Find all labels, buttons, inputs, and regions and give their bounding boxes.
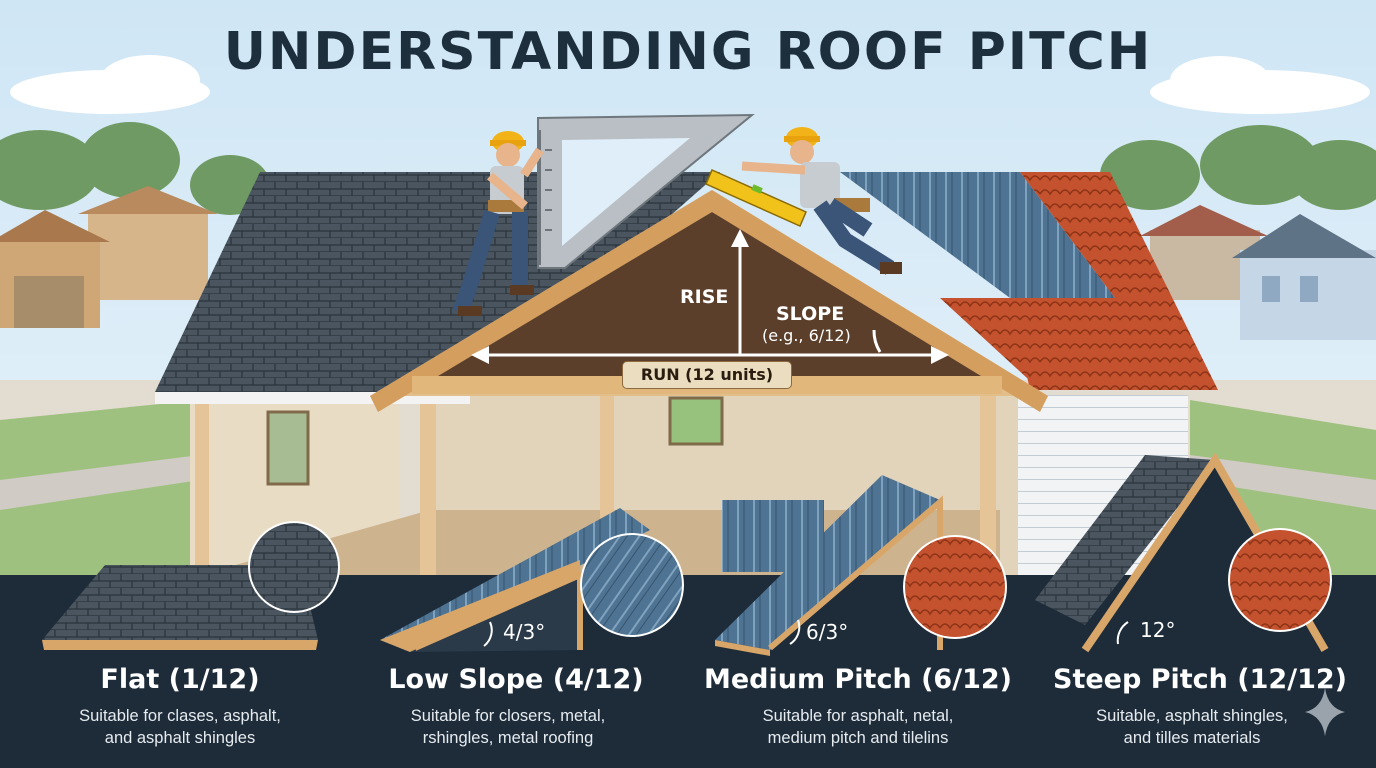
flat-swatch [248, 521, 340, 613]
slope-example-label: (e.g., 6/12) [762, 326, 851, 345]
metal-roof-section [840, 172, 1115, 298]
pitch-card-desc-line1: Suitable, asphalt shingles, [1096, 707, 1288, 725]
run-label: RUN (12 units) [622, 361, 792, 389]
low-slope-roof-sample [380, 508, 650, 652]
slope-label: SLOPE [776, 303, 845, 325]
carpenter-square [537, 113, 755, 269]
sparkle-icon [1305, 688, 1345, 736]
pitch-card-desc-line1: Suitable for closers, metal, [410, 707, 606, 725]
low-slope-angle-label: 4/3° [503, 620, 546, 644]
pitch-card-title: Low Slope (4/12) [388, 664, 644, 695]
rise-label: RISE [680, 286, 729, 308]
pitch-card-desc-line2: and tilles materials [1123, 729, 1261, 747]
pitch-card-desc-line1: Suitable for asphalt, netal, [762, 707, 954, 725]
clouds [10, 55, 1370, 114]
neighbor-house-left [0, 186, 218, 328]
pitch-card-desc-line2: rshingles, metal roofing [422, 729, 594, 747]
worker-right [705, 127, 902, 275]
medium-pitch-swatch [903, 535, 1007, 639]
gable-cutaway [370, 190, 1048, 412]
pitch-card-desc-line1: Suitable for clases, asphalt, [79, 707, 281, 725]
trees [0, 122, 1376, 215]
house-body [190, 390, 1188, 580]
worker-left [452, 131, 544, 316]
flat-roof-sample [42, 565, 318, 650]
pitch-card-desc-line2: medium pitch and tilelins [767, 729, 949, 747]
pitch-card-desc-line2: and asphalt shingles [104, 729, 256, 747]
steep-pitch-angle-label: 12° [1140, 618, 1176, 642]
page-title: UNDERSTANDING ROOF PITCH [223, 22, 1153, 82]
measurement-arrows [471, 229, 949, 364]
steep-pitch-swatch [1228, 528, 1332, 632]
neighbor-house-right [1140, 205, 1376, 340]
pitch-card-title: Medium Pitch (6/12) [704, 664, 1012, 695]
low-slope-swatch [562, 515, 702, 655]
medium-pitch-angle-label: 6/3° [806, 620, 849, 644]
pitch-card-title: Flat (1/12) [100, 664, 260, 695]
pitch-card-title: Steep Pitch (12/12) [1053, 664, 1347, 695]
